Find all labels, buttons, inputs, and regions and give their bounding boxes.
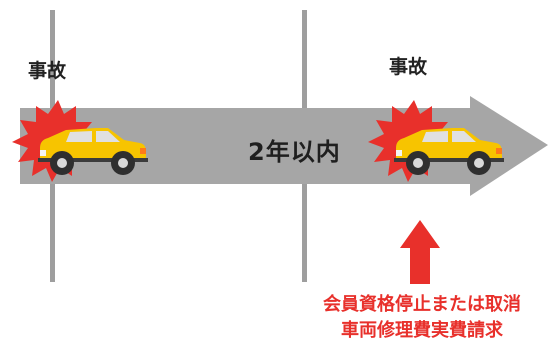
car-left-icon: [38, 128, 148, 175]
car-right-icon: [394, 128, 504, 175]
consequence-text: 会員資格停止または取消 車両修理費実費請求: [296, 292, 548, 344]
accident-label-left: 事故: [28, 60, 67, 82]
consequence-line-1: 会員資格停止または取消: [323, 294, 521, 315]
period-label: 2年以内: [248, 138, 341, 166]
accident-label-right: 事故: [389, 56, 428, 78]
consequence-line-2: 車両修理費実費請求: [341, 320, 503, 341]
consequence-arrow-icon: [400, 220, 440, 284]
